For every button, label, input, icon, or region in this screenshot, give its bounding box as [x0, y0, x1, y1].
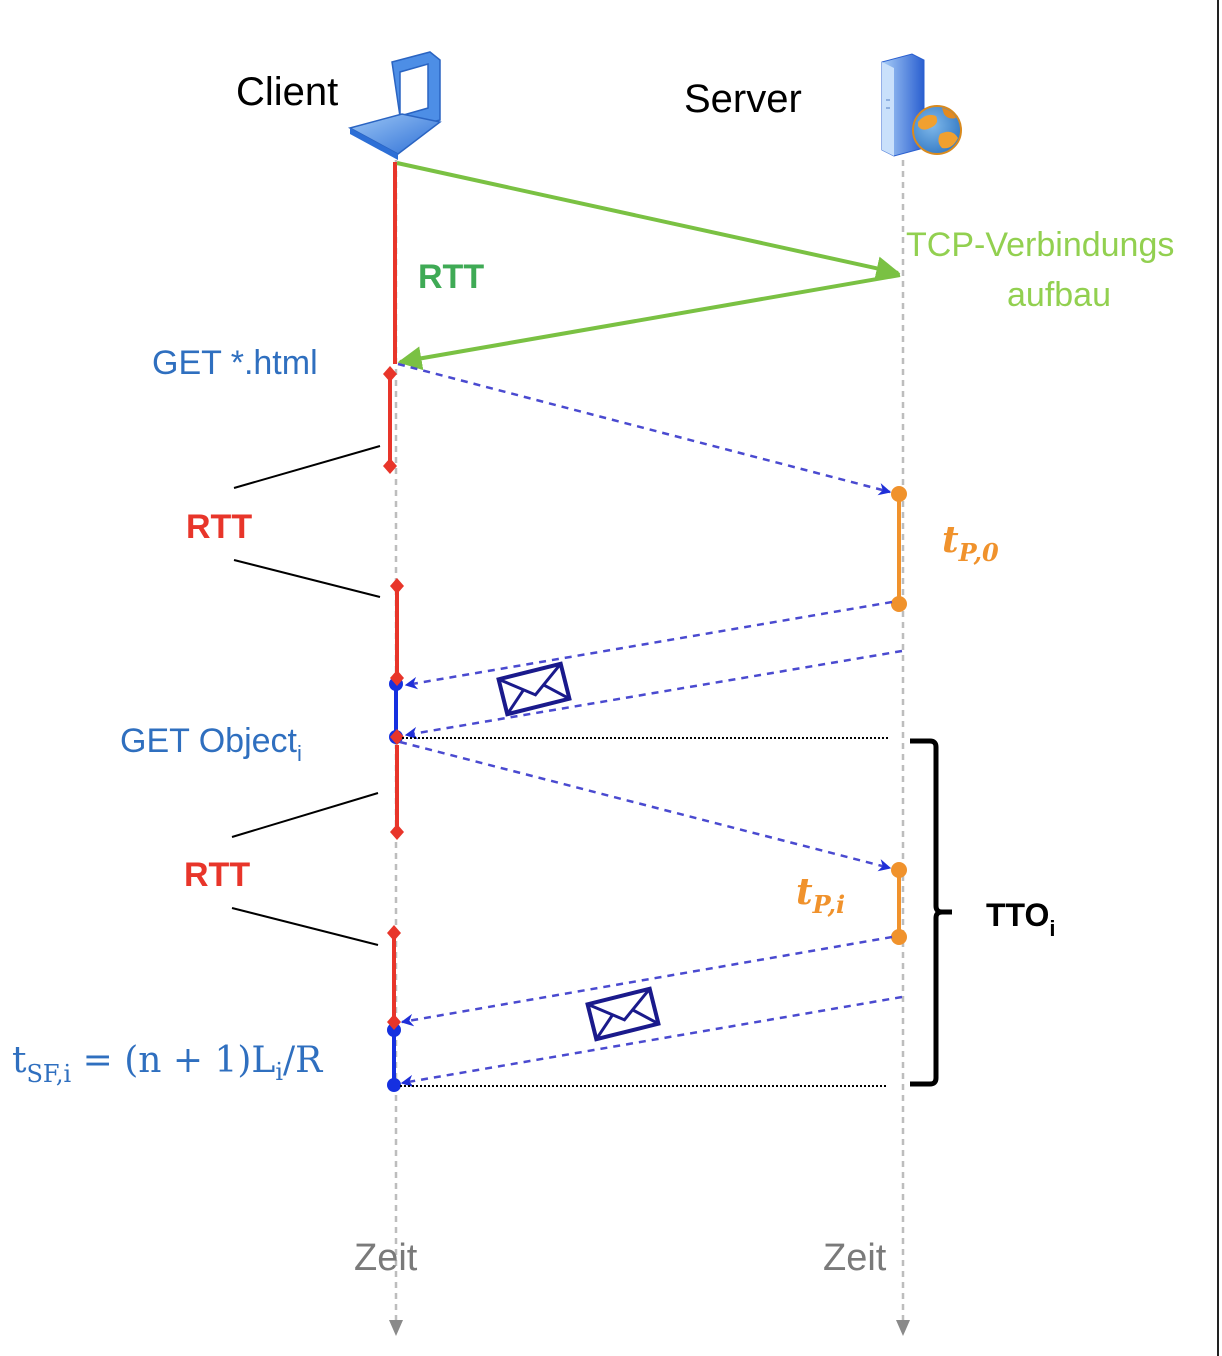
tto-bracket	[910, 738, 952, 1087]
envelope-icon	[496, 661, 572, 717]
get-html-label: GET *.html	[152, 344, 318, 382]
diamond-marker	[383, 458, 397, 474]
frame-right-border	[1217, 0, 1219, 1356]
tcp-setup-label-line2: aufbau	[1007, 276, 1111, 314]
get-object-request-arrow	[399, 740, 892, 872]
client-time-label: Zeit	[354, 1237, 418, 1279]
store-forward-formula: tSF,i = (n + 1)Li/R	[12, 1040, 323, 1088]
client-label: Client	[236, 70, 338, 114]
object-response-first-arrow	[400, 935, 893, 1027]
rtt-connector-bottom	[233, 559, 381, 598]
processing-start-dot	[891, 862, 907, 878]
rtt-connector-bottom	[231, 907, 379, 946]
server-time-arrowhead	[896, 1320, 910, 1336]
html-response-first-arrow	[404, 600, 893, 690]
rtt-handshake-label: RTT	[418, 258, 484, 296]
web-server-icon	[881, 53, 962, 157]
processing-object-label: tP,i	[796, 871, 845, 919]
diamond-marker	[387, 1014, 401, 1030]
html-response-last-arrow	[404, 649, 903, 740]
processing-html-label: tP,0	[942, 519, 999, 567]
rtt-object-label: RTT	[184, 856, 250, 894]
processing-end-dot	[891, 596, 907, 612]
tcp-setup-label-line1: TCP-Verbindungs	[906, 226, 1174, 264]
rtt-connector-top	[233, 445, 381, 489]
laptop-icon	[347, 51, 442, 160]
tcp-synack-arrow	[397, 273, 901, 371]
get-html-request-arrow	[397, 362, 892, 496]
rtt-html-label: RTT	[186, 508, 252, 546]
envelope-icon	[585, 986, 661, 1042]
get-object-label: GET Objecti	[120, 722, 302, 766]
tcp-syn-arrow	[396, 161, 901, 281]
diamond-marker	[390, 824, 404, 840]
diamond-marker	[390, 578, 404, 594]
diamond-marker	[390, 670, 404, 686]
tto-label: TTOi	[986, 897, 1056, 941]
processing-start-dot	[891, 486, 907, 502]
diamond-marker	[383, 366, 397, 382]
object-response-last-arrow	[400, 995, 903, 1088]
server-label: Server	[684, 77, 802, 121]
rtt-connector-top	[231, 792, 379, 838]
server-time-label: Zeit	[823, 1237, 887, 1279]
receive-dot	[387, 1078, 401, 1092]
diamond-marker	[387, 925, 401, 941]
processing-end-dot	[891, 929, 907, 945]
client-time-arrowhead	[389, 1320, 403, 1336]
